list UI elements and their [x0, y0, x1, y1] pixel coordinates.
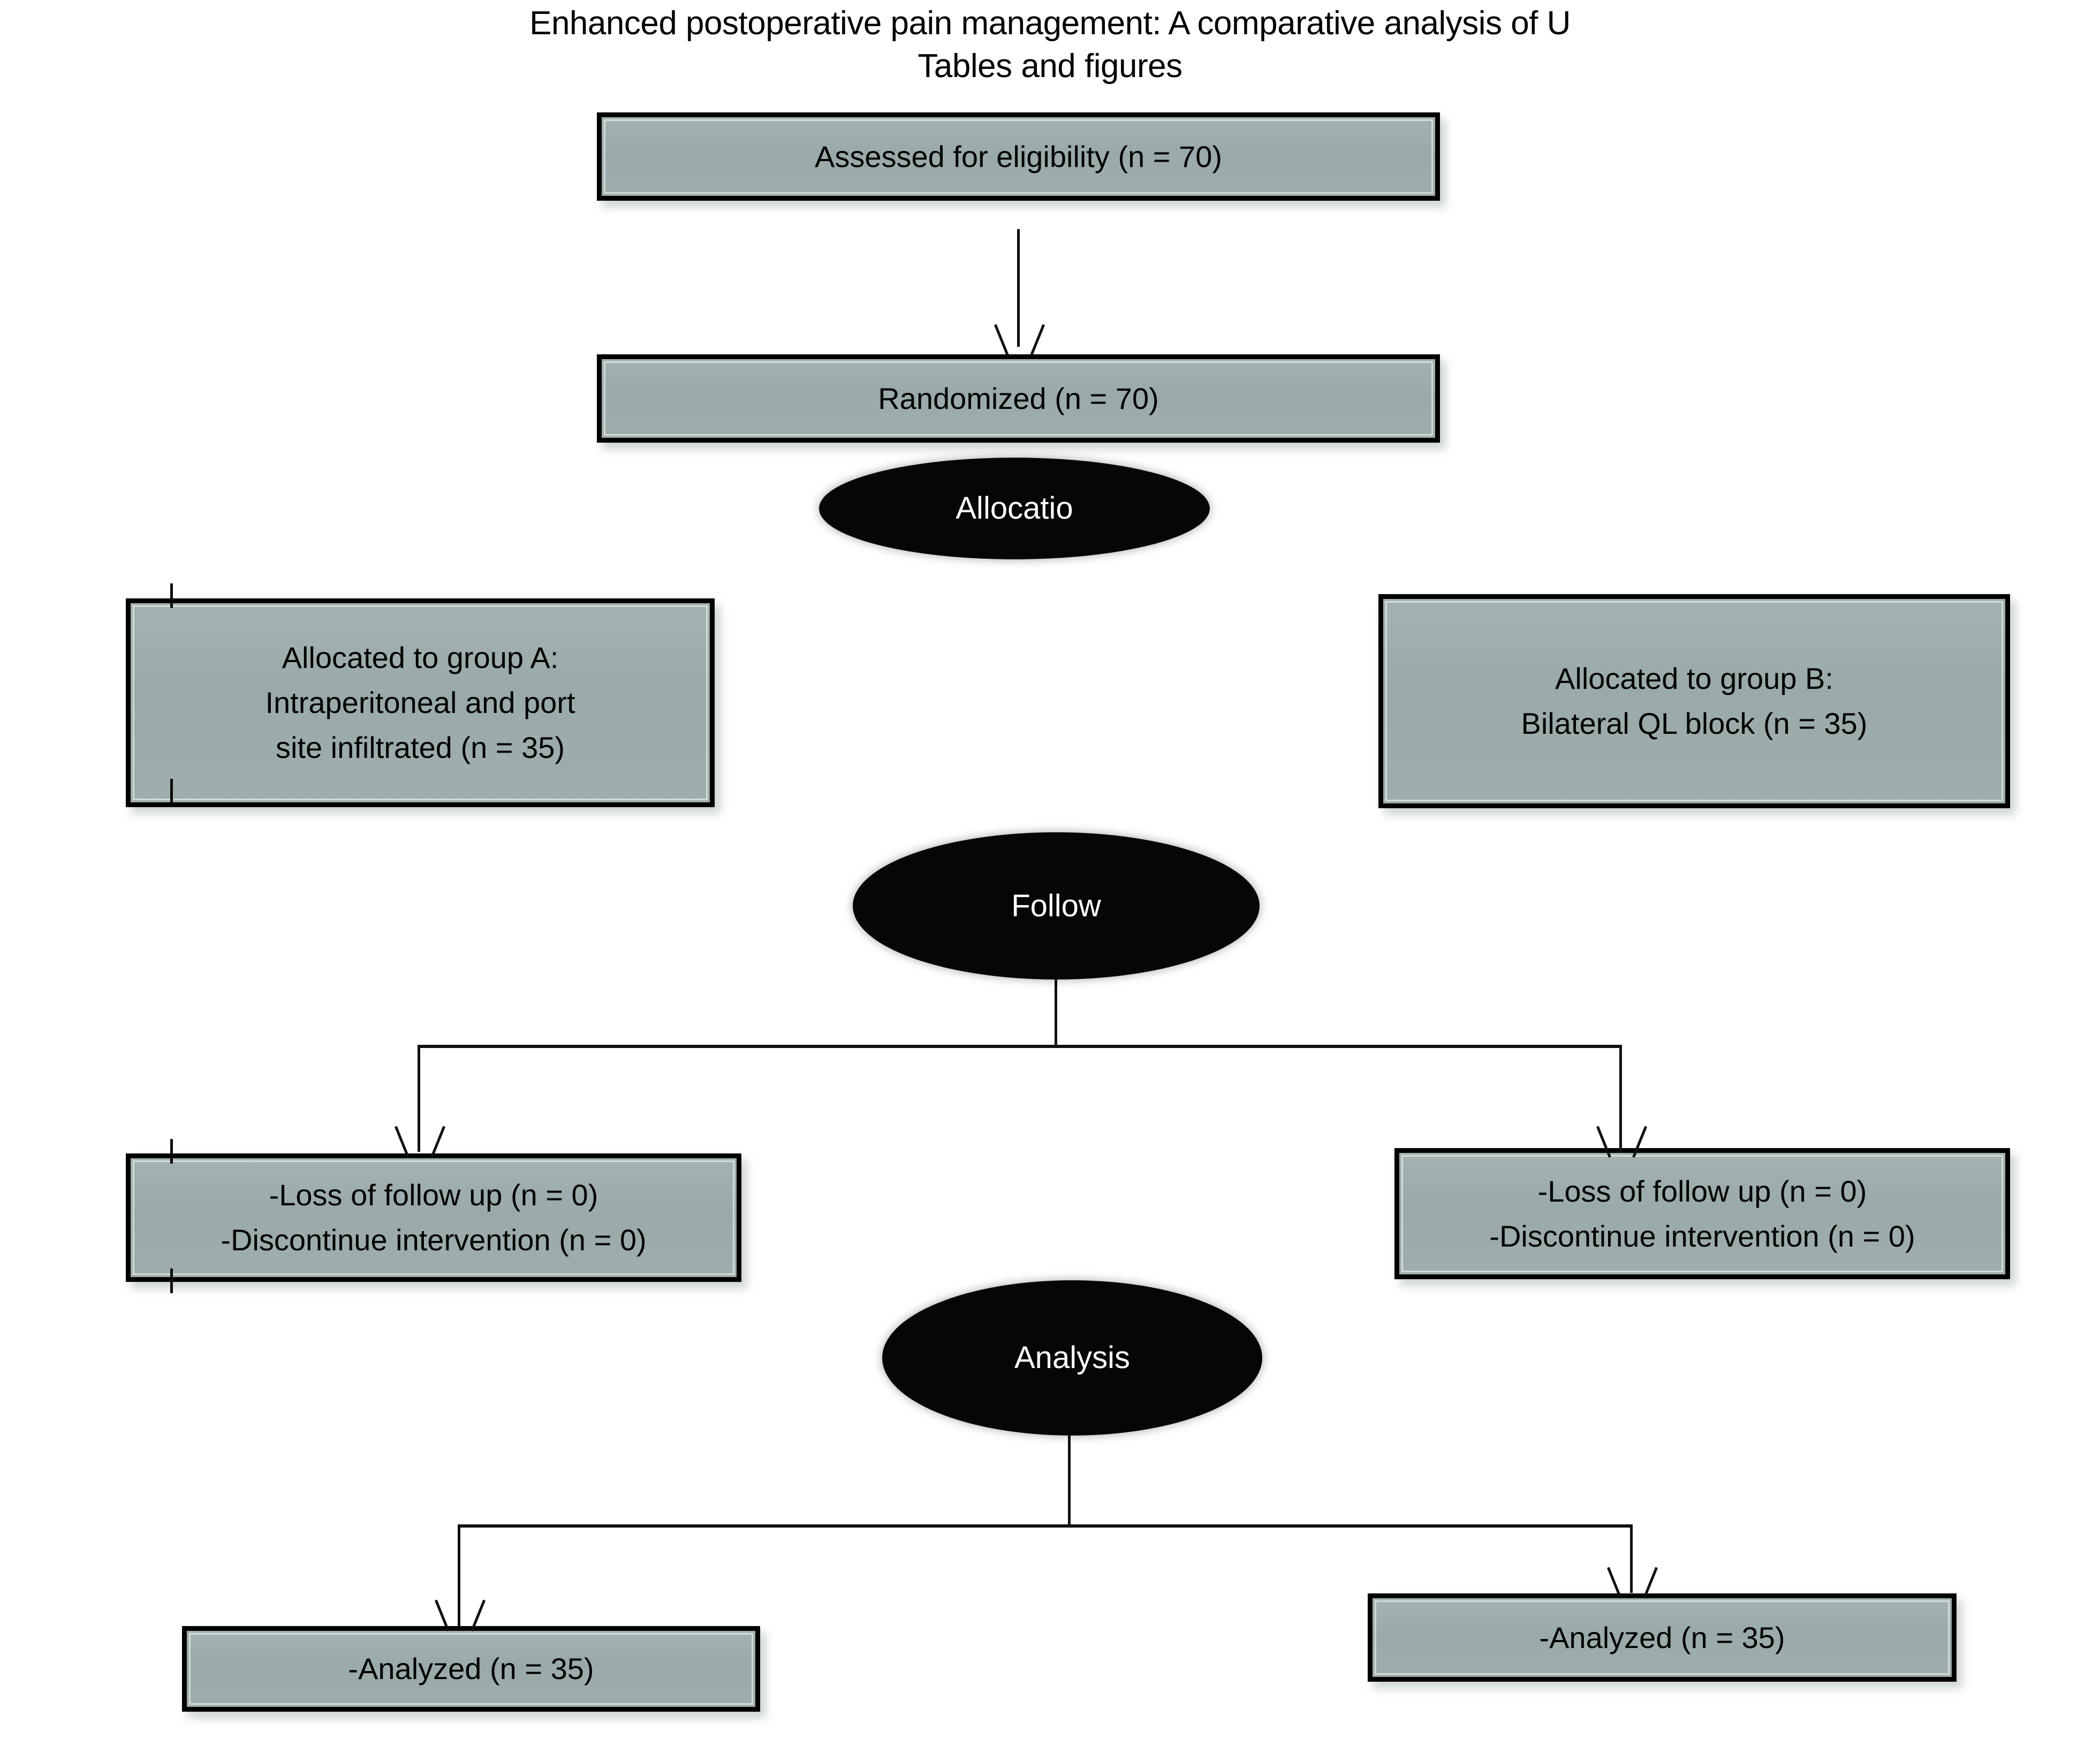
- connector-analysis-left-drop: [458, 1524, 460, 1626]
- node-assessed-for-eligibility: Assessed for eligibility (n = 70): [597, 112, 1440, 201]
- stage-ellipse-followup: Follow: [853, 832, 1260, 979]
- connector-followup-crossbar: [418, 1045, 1622, 1048]
- node-assessed-label: Assessed for eligibility (n = 70): [814, 139, 1222, 173]
- connector-followup-stem: [1055, 977, 1057, 1046]
- connector-analysis-right-drop: [1630, 1524, 1633, 1593]
- node-randomized: Randomized (n = 70): [597, 354, 1440, 443]
- stage-ellipse-analysis: Analysis: [882, 1280, 1262, 1436]
- stage-analysis-label: Analysis: [1014, 1340, 1130, 1375]
- node-analyzed-group-b: -Analyzed (n = 35): [1368, 1593, 1957, 1682]
- node-allocated-group-a: Allocated to group A: Intraperitoneal an…: [126, 598, 715, 807]
- connector-stub-left-followup-top: [170, 1139, 173, 1164]
- node-followup-group-a-label: -Loss of follow up (n = 0) -Discontinue …: [221, 1178, 647, 1257]
- connector-analysis-crossbar: [458, 1524, 1261, 1528]
- stage-allocation-label: Allocatio: [956, 491, 1073, 526]
- connector-analysis-crossbar-right: [1258, 1524, 1633, 1528]
- node-followup-group-b-label: -Loss of follow up (n = 0) -Discontinue …: [1489, 1174, 1915, 1253]
- node-allocated-group-b-label: Allocated to group B: Bilateral QL block…: [1521, 662, 1868, 740]
- connector-followup-right-drop: [1619, 1045, 1622, 1152]
- figure-subtitle: Tables and figures: [918, 48, 1182, 85]
- node-allocated-group-b: Allocated to group B: Bilateral QL block…: [1378, 594, 2010, 808]
- connector-stub-left-followup-bottom: [170, 1269, 173, 1293]
- stage-followup-label: Follow: [1011, 888, 1101, 923]
- node-allocated-group-a-label: Allocated to group A: Intraperitoneal an…: [265, 641, 575, 764]
- node-randomized-label: Randomized (n = 70): [878, 381, 1159, 415]
- connector-analysis-stem: [1068, 1433, 1071, 1527]
- connector-assessed-to-randomized: [1017, 229, 1020, 347]
- node-analyzed-group-b-label: -Analyzed (n = 35): [1539, 1620, 1785, 1654]
- connector-stub-left-allocation-top: [170, 583, 173, 608]
- node-followup-group-b: -Loss of follow up (n = 0) -Discontinue …: [1394, 1148, 2010, 1279]
- connector-followup-left-drop: [418, 1045, 420, 1152]
- figure-title: Enhanced postoperative pain management: …: [529, 5, 1571, 42]
- stage-ellipse-allocation: Allocatio: [819, 458, 1210, 559]
- node-analyzed-group-a: -Analyzed (n = 35): [182, 1626, 760, 1712]
- connector-stub-left-allocation-bottom: [170, 779, 173, 803]
- node-followup-group-a: -Loss of follow up (n = 0) -Discontinue …: [126, 1153, 741, 1282]
- node-analyzed-group-a-label: -Analyzed (n = 35): [348, 1652, 594, 1685]
